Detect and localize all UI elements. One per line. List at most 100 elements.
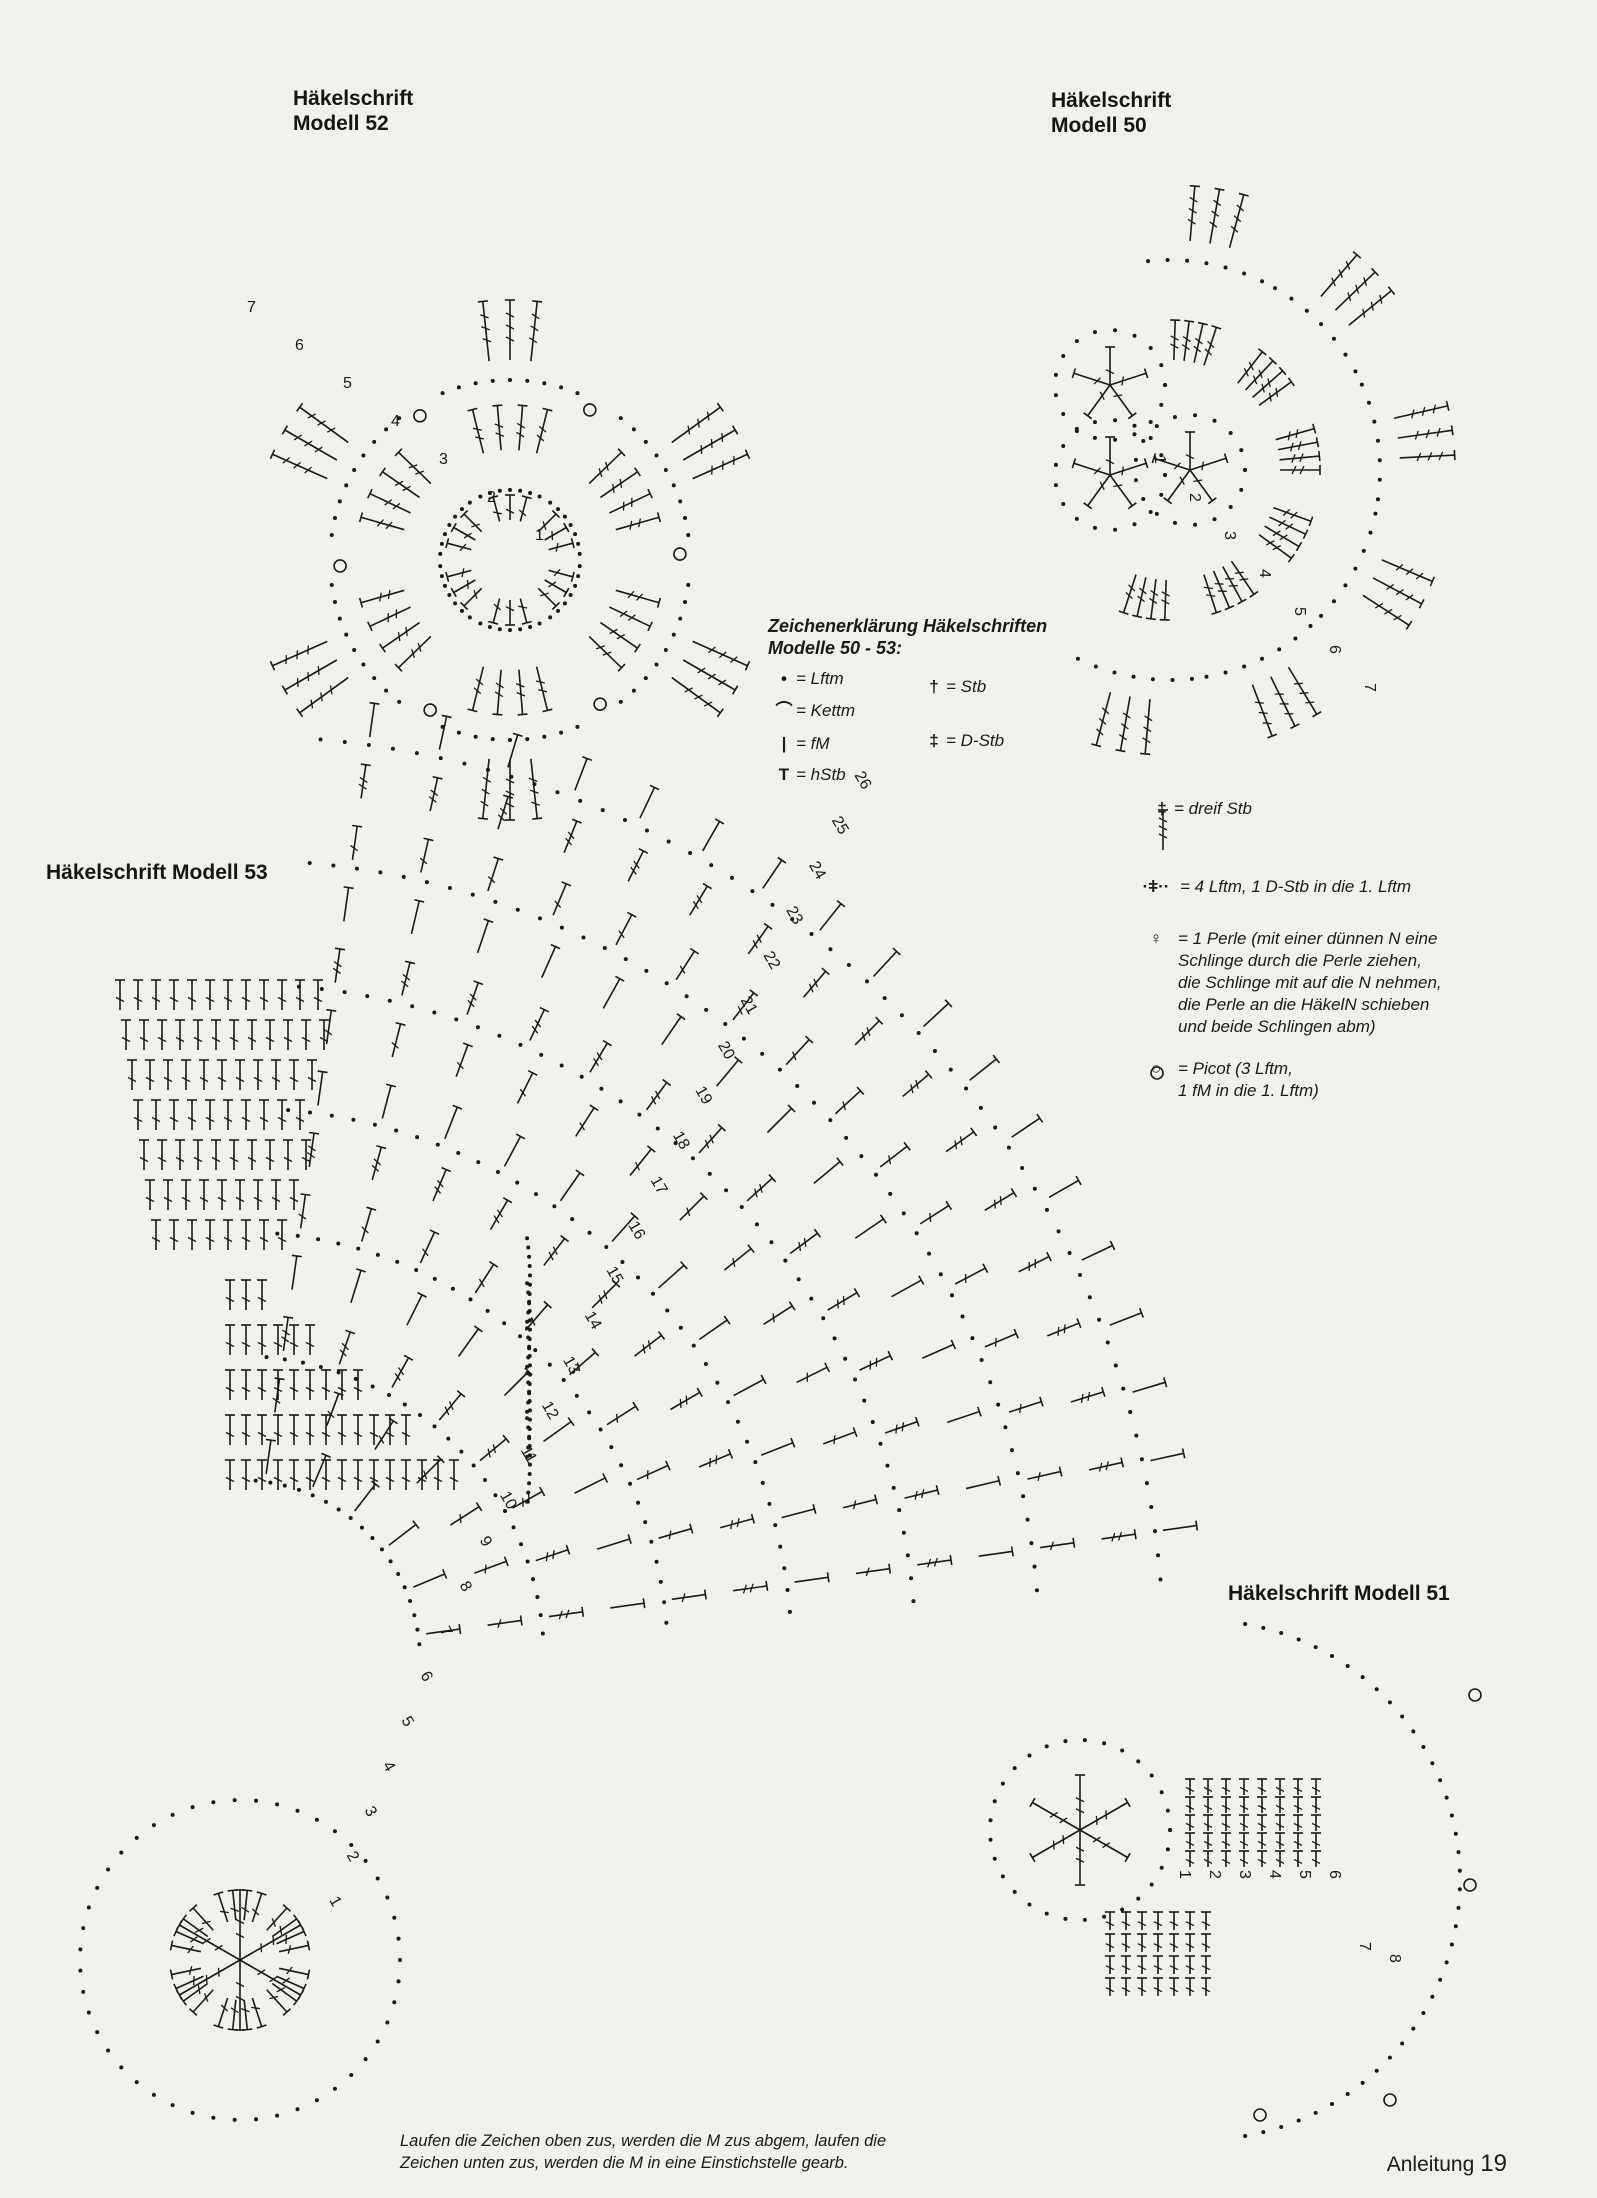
stitch-top (300, 1194, 310, 1195)
round-number: 1 (325, 1894, 344, 1910)
chain-stitch (440, 542, 444, 546)
stitch-top (352, 825, 362, 826)
chain-stitch (491, 379, 495, 383)
round-number: 25 (828, 814, 852, 838)
stitch-stem (1238, 352, 1263, 384)
chain-stitch (1454, 1832, 1458, 1836)
stitch-top (1190, 186, 1200, 187)
stitch-bar (613, 484, 614, 493)
stitch-stem (725, 1249, 751, 1270)
stitch-top (1313, 712, 1322, 717)
chain-stitch (365, 994, 369, 998)
stitch-top (442, 715, 452, 717)
chain-stitch (456, 1151, 460, 1155)
round-number: 23 (782, 904, 806, 928)
round-number: 2 (1206, 1870, 1223, 1879)
stitch-stem (670, 1392, 699, 1409)
stitch-stem (392, 1358, 409, 1388)
chain-stitch (376, 1253, 380, 1257)
stitch-stem (389, 1525, 416, 1546)
stitch-stem (1089, 1462, 1122, 1469)
chain-stitch (1388, 2056, 1392, 2060)
stitch-stem (370, 703, 375, 737)
chain-stitch (949, 1068, 953, 1072)
stitch-top (764, 923, 772, 929)
chain-stitch (1330, 2102, 1334, 2106)
stitch-stem (172, 1968, 201, 1974)
stitch-stem (193, 1908, 213, 1930)
stitch-bar (1396, 564, 1403, 570)
stitch-stem (672, 1595, 706, 1600)
chain-stitch (933, 1049, 937, 1053)
fm-bar-icon: | (772, 733, 796, 755)
stitch-stem (279, 1968, 308, 1974)
chain-stitch (644, 969, 648, 973)
stitch-stem (1398, 430, 1452, 438)
chain-stitch (1061, 502, 1065, 506)
stitch-stem (1032, 1803, 1080, 1831)
round-number: 4 (391, 413, 400, 430)
stitch-top (326, 1010, 336, 1011)
chain-stitch (730, 876, 734, 880)
stitch-stem (955, 1268, 985, 1284)
chain-stitch (211, 2116, 215, 2120)
chain-stitch (451, 1287, 455, 1291)
chain-stitch (1010, 1448, 1014, 1452)
stitch-bar (321, 693, 322, 702)
chain-stitch (460, 507, 464, 511)
stitch-bar (493, 512, 502, 514)
chain-stitch (1343, 583, 1347, 587)
chain-stitch (575, 1394, 579, 1398)
chain-stitch (1033, 1187, 1037, 1191)
chain-stitch (619, 416, 623, 420)
stitch-top (1121, 1458, 1123, 1468)
chain-stitch (171, 1813, 175, 1817)
chain-stitch (619, 1463, 623, 1467)
stitch-stem (1373, 578, 1422, 604)
stitch-stem (734, 1379, 764, 1395)
chain-stitch (389, 1559, 393, 1563)
chain-stitch (528, 1399, 532, 1403)
picot-mark (1464, 1879, 1476, 1891)
stitch-stem (616, 915, 632, 945)
chain-stitch (601, 808, 605, 812)
stitch-stem (1074, 373, 1110, 385)
chain-stitch (415, 751, 419, 755)
legend-picot-line1: = Picot (3 Lftm, (1178, 1058, 1319, 1080)
stitch-stem (609, 607, 650, 626)
chain-stitch (726, 1400, 730, 1404)
stitch-stem (244, 2000, 247, 2030)
chain-stitch (686, 533, 690, 537)
stitch-top (603, 1041, 612, 1046)
stitch-bar (555, 901, 561, 908)
legend-item-dreifstb: ‡= dreif Stb (1150, 798, 1252, 820)
stitch-top (814, 1229, 820, 1237)
chain-stitch (548, 1363, 552, 1367)
chain-stitch (755, 1222, 759, 1226)
stitch-top (413, 1521, 419, 1529)
chain-stitch (655, 663, 659, 667)
chain-stitch (1158, 1577, 1162, 1581)
chain-stitch (1151, 677, 1155, 681)
chain-stitch (106, 2049, 110, 2053)
chain-stitch (685, 994, 689, 998)
stitch-stem (903, 1074, 929, 1096)
chain-stitch (632, 427, 636, 431)
stitch-stem (589, 636, 621, 667)
chain-stitch (548, 501, 552, 505)
round-number: 1 (1176, 1870, 1193, 1879)
chain-stitch (1368, 531, 1372, 535)
stitch-stem (267, 1990, 287, 2012)
stitch-bar (553, 1550, 554, 1559)
stitch-stem (576, 1108, 594, 1137)
stitch-bar (1000, 1196, 1001, 1205)
chain-stitch (1061, 412, 1065, 416)
stitch-stem (488, 1620, 522, 1625)
chain-stitch (1229, 431, 1233, 435)
stitch-top (492, 405, 502, 406)
chain-stitch (620, 1260, 624, 1264)
chain-stitch (1146, 259, 1150, 263)
round-number: 5 (398, 1714, 417, 1730)
stitch-stem (1145, 699, 1150, 754)
